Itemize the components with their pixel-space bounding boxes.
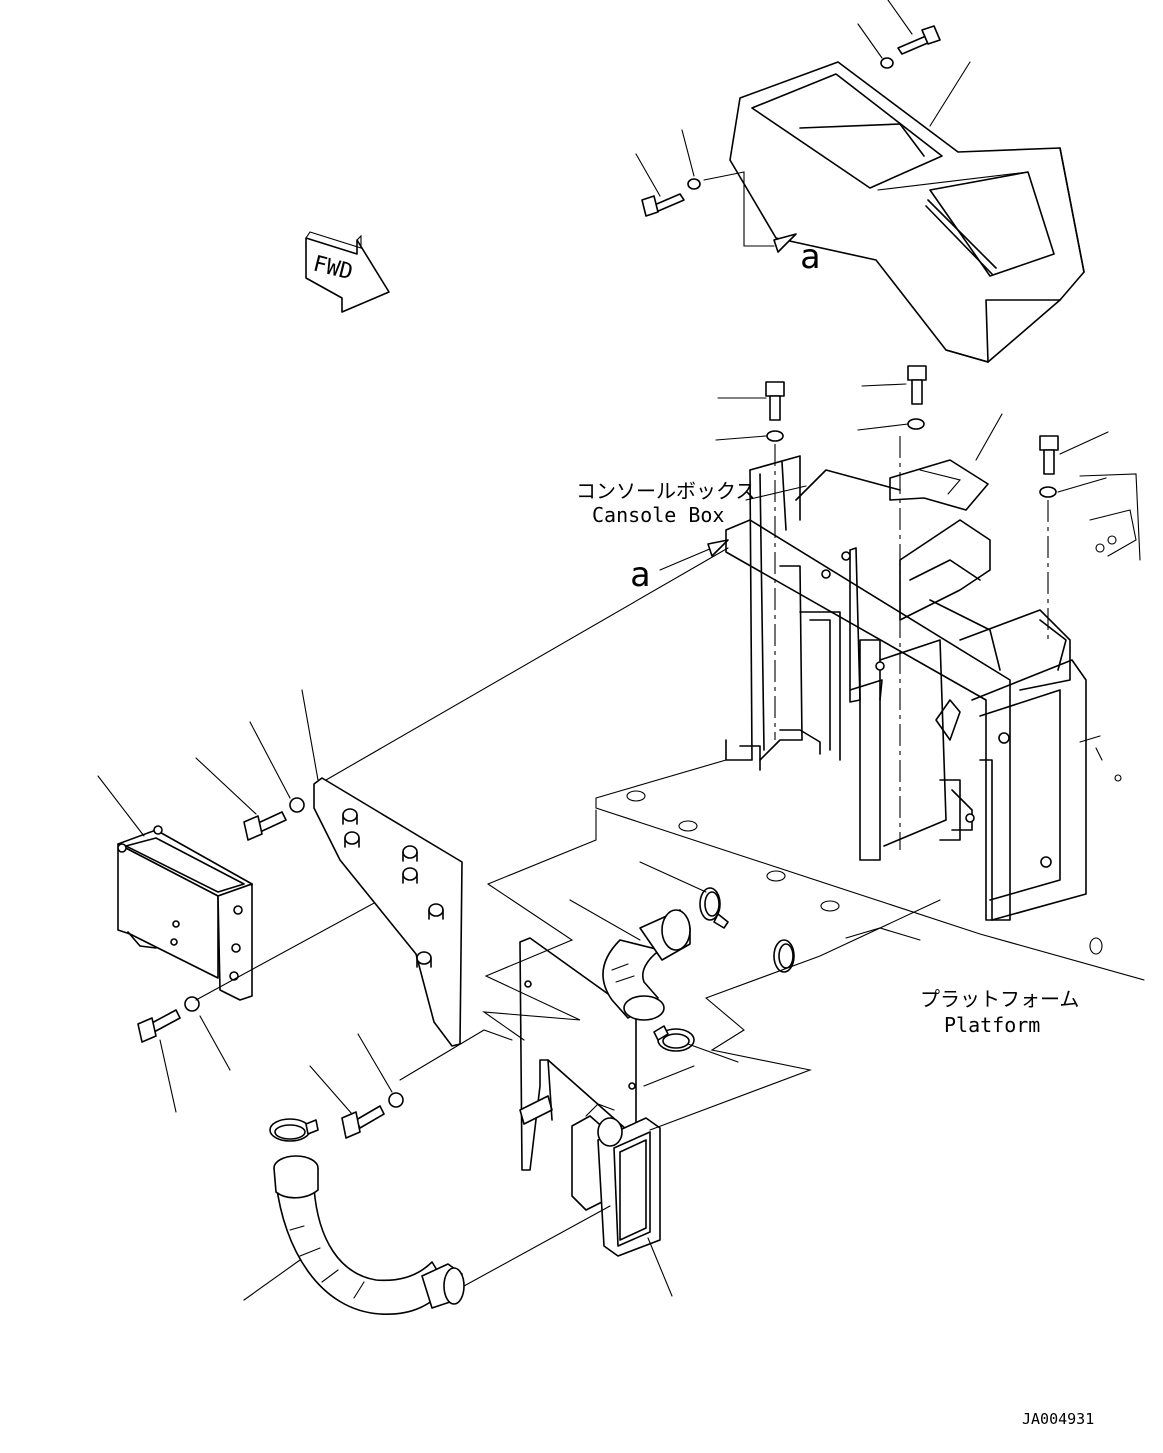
platform-label-jp: プラットフォーム [920,987,1079,1011]
box-bolt-lower [137,1009,181,1043]
hose-clamp-4 [269,1118,319,1142]
plate-washer [388,1092,404,1108]
hose-clamp-3 [773,939,795,973]
cover-washer-left [687,178,701,190]
hose-clamp-1 [699,887,729,929]
box-washer-lower [184,996,200,1012]
flexible-hose [273,1155,465,1315]
washer-1 [766,430,784,442]
top-plate [889,459,989,511]
box-bolt-upper [243,811,287,841]
console-box-label-en: Cansole Box [592,503,724,527]
bolt-3 [1039,435,1059,475]
console-box-label-jp: コンソールボックス [576,479,755,503]
cover-bolt-left [641,193,685,217]
hose-clamp-2 [653,1025,695,1052]
bolt-1 [765,381,785,421]
air-outlet [571,1115,661,1257]
console-frame [725,455,1087,921]
elbow-hose [602,909,691,1021]
duct-bracket [519,937,637,1171]
platform-label-en: Platform [944,1013,1040,1037]
console-cover [729,61,1085,363]
box-washer-upper [289,797,305,813]
bracket-box [117,825,253,1001]
mounting-plate [313,777,463,1047]
drawing-number: JA004931 [1022,1410,1094,1428]
washer-3 [1039,486,1057,498]
cover-bolt-top [897,25,941,55]
view-marker-mid: a [630,555,650,595]
bolt-2 [907,365,927,405]
platform [595,473,1145,981]
fwd-arrow-icon: FWD [305,231,390,313]
cover-washer-top [880,57,894,69]
washer-2 [907,418,925,430]
plate-bolt [341,1105,385,1139]
view-marker-top: a [800,237,820,277]
